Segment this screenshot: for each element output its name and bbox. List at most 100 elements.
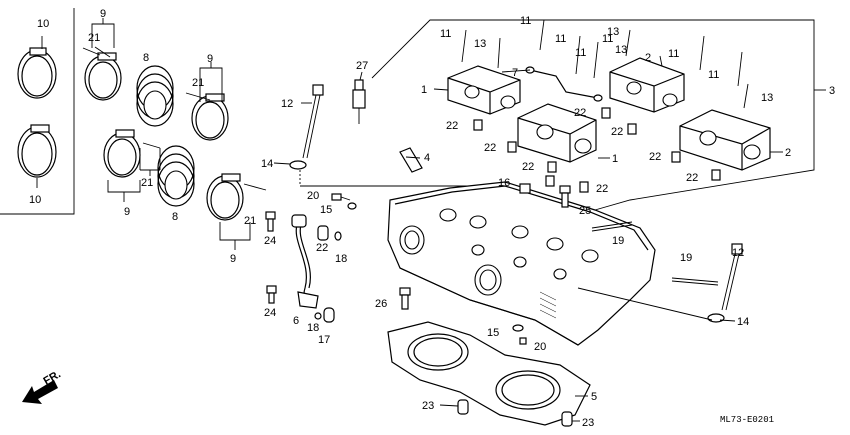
clamp-10-lower	[17, 124, 57, 188]
callout-24b: 24	[264, 307, 276, 319]
callout-22d: 22	[484, 142, 496, 154]
front-arrow-icon	[22, 380, 58, 404]
callout-22a: 22	[316, 242, 328, 254]
callout-11a: 11	[440, 28, 451, 40]
dowel-4	[399, 147, 423, 173]
callout-11f: 11	[668, 48, 679, 60]
washer-15-bolt-20-lower	[512, 324, 527, 345]
drawing-code: ML73-E0201	[720, 415, 774, 425]
callout-21a: 21	[88, 32, 100, 44]
callout-10b: 10	[29, 194, 41, 206]
callout-13d: 13	[761, 92, 773, 104]
bolt-16	[519, 183, 531, 194]
cylinder-head	[387, 181, 656, 346]
callout-10a: 10	[37, 18, 49, 30]
callout-11b: 11	[520, 15, 531, 27]
bracket-9-top	[91, 18, 115, 48]
callout-16: 16	[498, 177, 510, 189]
cam-bolts-11-13	[461, 19, 749, 109]
clamp-9-upper-right	[185, 92, 229, 141]
callout-21d: 21	[244, 215, 256, 227]
callout-22i: 22	[522, 161, 534, 173]
callout-9a: 9	[100, 8, 106, 20]
callout-11c: 11	[555, 33, 566, 45]
dowel-23-left	[457, 399, 469, 415]
callout-8b: 8	[172, 211, 178, 223]
callout-22f: 22	[611, 126, 623, 138]
inset-frame	[0, 8, 75, 215]
callout-22g: 22	[649, 151, 661, 163]
callout-12b: 12	[732, 247, 744, 259]
callout-3: 3	[829, 85, 835, 97]
intake-boot-8-lower	[157, 145, 195, 207]
breather-tube-6	[291, 214, 319, 309]
callout-7: 7	[512, 67, 518, 79]
callout-15a: 15	[320, 204, 332, 216]
callout-17: 17	[318, 334, 330, 346]
leader-lines	[273, 55, 783, 422]
callout-9c: 9	[124, 206, 130, 218]
callout-25: 25	[579, 205, 591, 217]
callout-12a: 12	[281, 98, 293, 110]
callout-20b: 20	[534, 341, 546, 353]
callout-11e: 11	[602, 33, 613, 45]
plug-22-washer-18	[317, 225, 342, 241]
callout-22c: 22	[446, 120, 458, 132]
guide-line-14-right	[577, 287, 713, 321]
callout-27: 27	[356, 60, 368, 72]
callout-21b: 21	[192, 77, 204, 89]
callout-22h: 22	[686, 172, 698, 184]
front-marker: FR.	[42, 368, 63, 387]
bracket-9-lower	[107, 180, 141, 202]
callout-13b: 13	[607, 26, 619, 38]
callout-9d: 9	[230, 253, 236, 265]
bracket-9-bottom	[219, 222, 251, 250]
fittings-18-17	[314, 307, 335, 323]
callout-18a: 18	[307, 322, 319, 334]
callout-4: 4	[424, 152, 430, 164]
dowel-23-right	[561, 411, 573, 427]
callout-2a: 2	[645, 52, 651, 64]
intake-boot-8-upper	[136, 65, 174, 127]
callout-24a: 24	[264, 235, 276, 247]
callout-15b: 15	[487, 327, 499, 339]
bolt-20-washer-15-upper	[331, 193, 357, 210]
callout-9b: 9	[207, 53, 213, 65]
clamp-10-upper	[17, 36, 57, 99]
callout-26: 26	[375, 298, 387, 310]
dowels-22-holder	[473, 107, 721, 181]
dowels-22-center	[545, 175, 589, 193]
callout-23a: 23	[422, 400, 434, 412]
callout-14a: 14	[261, 158, 273, 170]
callout-8a: 8	[143, 52, 149, 64]
bolt-24-upper	[265, 211, 276, 232]
cam-holder-2-lower	[679, 109, 771, 171]
callout-22e: 22	[574, 107, 586, 119]
bolt-26	[399, 287, 411, 310]
head-gasket-5	[387, 321, 591, 426]
holder-box-outline	[371, 19, 815, 211]
callout-6: 6	[293, 315, 299, 327]
callout-11g: 11	[708, 69, 719, 81]
bolt-25	[559, 185, 571, 208]
callout-18b: 18	[335, 253, 347, 265]
stud-19-lower	[671, 277, 719, 286]
bracket-9-right	[199, 62, 223, 102]
callout-11d: 11	[575, 47, 586, 59]
callout-23b: 23	[582, 417, 594, 429]
clamp-9-upper-left	[82, 46, 122, 101]
callout-13a: 13	[474, 38, 486, 50]
spark-plug-27	[352, 79, 366, 124]
cam-holder-2-upper	[609, 57, 685, 113]
callout-1a: 1	[421, 84, 427, 96]
callout-20a: 20	[307, 190, 319, 202]
bolt-24-lower	[266, 285, 277, 304]
long-bolt-12-left	[289, 84, 324, 170]
stud-19-upper	[591, 221, 633, 232]
callout-2b: 2	[785, 147, 791, 159]
callout-13c: 13	[615, 44, 627, 56]
cam-holder-1-upper	[447, 65, 521, 115]
callout-19a: 19	[612, 235, 624, 247]
callout-5: 5	[591, 391, 597, 403]
